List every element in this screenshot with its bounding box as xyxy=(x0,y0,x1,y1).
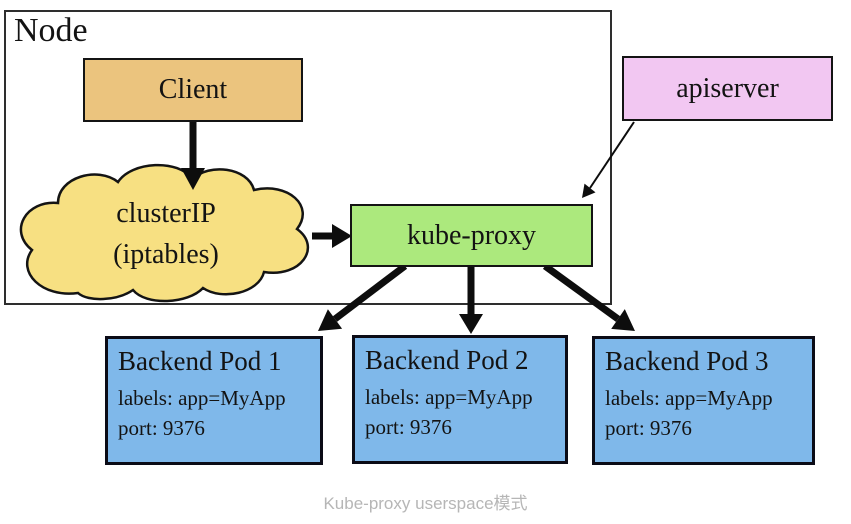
arrowhead-kubeproxy-to-pod3 xyxy=(611,309,635,331)
backend-pod-2-box: Backend Pod 2 labels: app=MyApp port: 93… xyxy=(352,335,568,464)
client-box: Client xyxy=(83,58,303,122)
cluster-ip-line2: (iptables) xyxy=(113,239,219,270)
client-label: Client xyxy=(158,74,228,105)
backend-pod-1-labels: labels: app=MyApp xyxy=(118,386,286,410)
cluster-ip-line1: clusterIP xyxy=(116,198,216,229)
apiserver-box: apiserver xyxy=(622,56,833,121)
backend-pod-2-port: port: 9376 xyxy=(365,415,452,439)
node-label: Node xyxy=(14,12,88,49)
arrowhead-kubeproxy-to-pod2 xyxy=(459,314,483,334)
kube-proxy-label: kube-proxy xyxy=(406,219,537,251)
backend-pod-3-title: Backend Pod 3 xyxy=(605,346,769,376)
cluster-ip-cloud-text: clusterIP (iptables) xyxy=(55,193,277,275)
backend-pod-1-port: port: 9376 xyxy=(118,416,205,440)
backend-pod-1-box: Backend Pod 1 labels: app=MyApp port: 93… xyxy=(105,336,323,465)
backend-pod-3-labels: labels: app=MyApp xyxy=(605,386,773,410)
diagram-caption: Kube-proxy userspace模式 xyxy=(323,494,528,513)
backend-pod-2-title: Backend Pod 2 xyxy=(365,345,529,375)
backend-pod-1-title: Backend Pod 1 xyxy=(118,346,282,376)
backend-pod-2-labels: labels: app=MyApp xyxy=(365,385,533,409)
backend-pod-3-port: port: 9376 xyxy=(605,416,692,440)
arrowhead-kubeproxy-to-pod1 xyxy=(318,309,343,331)
apiserver-label: apiserver xyxy=(676,72,779,104)
kube-proxy-box: kube-proxy xyxy=(350,204,593,267)
backend-pod-3-box: Backend Pod 3 labels: app=MyApp port: 93… xyxy=(592,336,815,465)
